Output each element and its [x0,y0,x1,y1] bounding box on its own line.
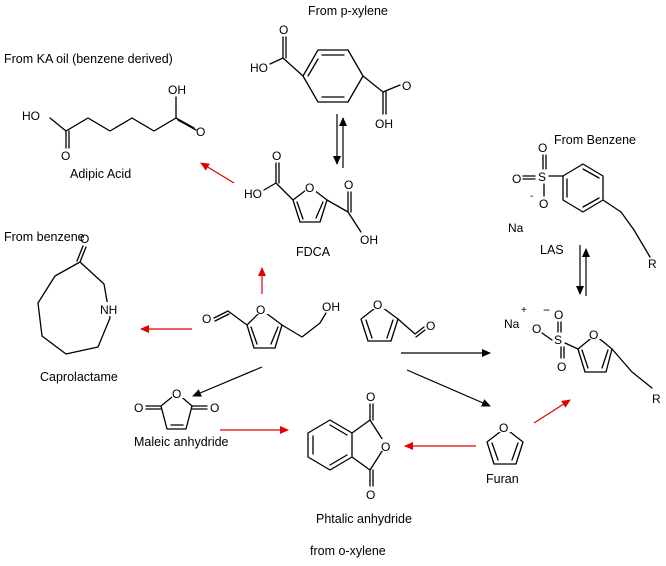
atom-o: O [512,172,521,186]
compound-label-maleic-anhydride: Maleic anhydride [134,435,229,449]
atom-na: Na [504,317,520,331]
atom-o: O [373,298,382,312]
atom-o: O [589,328,598,342]
atom-o: O [344,178,353,192]
source-label-p-xylene: From p-xylene [308,4,388,18]
atom-oh: OH [360,233,378,247]
compound-label-phtalic-anhydride: Phtalic anhydride [316,512,412,526]
atom-o: O [272,149,281,163]
fdca-structure: O O HO O OH [244,149,378,247]
source-label-o-xylene: from o-xylene [310,544,386,558]
atom-r: R [652,392,661,406]
atom-na: Na [508,221,524,235]
atom-o: O [80,232,89,246]
atom-o: O [196,125,205,139]
atom-o: O [172,387,181,401]
atom-ho: HO [250,61,268,75]
atom-o: O [210,401,219,415]
atom-o: O [499,421,508,435]
atom-o: O [61,149,70,163]
maleic-anhydride-structure: O O O [134,386,219,430]
compound-label-fdca: FDCA [296,245,331,259]
atom-o: O [557,360,566,374]
caprolactame-structure: O NH [37,232,124,355]
arrow-furfural-to-furan [406,369,491,407]
atom-ho: HO [244,187,262,201]
compound-label-adipic-acid: Adipic Acid [70,167,131,181]
atom-o: O [366,390,375,404]
phtalic-anhydride-structure: O O O [307,390,392,502]
charge-plus: + [521,305,527,316]
furan-sulfonate-structure: O S O O O Na + − R [504,303,661,406]
atom-o: O [381,440,390,454]
compound-label-caprolactame: Caprolactame [40,370,118,384]
arrow-fdca-to-adipic-acid [200,162,235,184]
compound-label-las: LAS [540,243,564,257]
atom-o: O [539,197,548,211]
charge-minus: - [530,191,533,202]
atom-o: O [202,312,211,326]
atom-o: O [426,319,435,333]
source-label-benzene-upper: From Benzene [554,133,636,147]
charge-minus: − [543,303,550,317]
atom-nh: NH [100,303,117,317]
atom-o: O [532,322,541,336]
atom-o: O [554,308,563,322]
furfural-structure: O O [360,297,435,342]
atom-o: O [305,181,314,195]
atom-oh: OH [168,83,186,97]
compound-label-furan: Furan [486,472,519,486]
atom-s: S [538,170,546,184]
arrow-furan-to-furan-sulfonate [533,399,571,424]
hmf-structure: O O OH [202,300,340,349]
atom-s: S [554,333,562,347]
atom-ho: HO [22,109,40,123]
atom-o: O [279,23,288,37]
atom-r: R [648,257,657,271]
source-label-benzene-lower: From benzene [4,230,85,244]
atom-o: O [402,79,411,93]
furan-structure: O [486,420,524,465]
atom-o: O [366,488,375,502]
source-label-ka-oil: From KA oil (benzene derived) [4,52,173,66]
terephthalic-acid-structure: O HO O OH [250,23,411,131]
atom-oh: OH [322,300,340,314]
arrow-hmf-to-maleic-anhydride [192,366,263,397]
atom-o: O [538,141,547,155]
las-structure: S O O O - Na R [508,141,657,271]
atom-o: O [256,303,265,317]
adipic-acid-structure: HO O OH O [22,83,205,163]
atom-o: O [134,401,143,415]
atom-oh: OH [375,117,393,131]
